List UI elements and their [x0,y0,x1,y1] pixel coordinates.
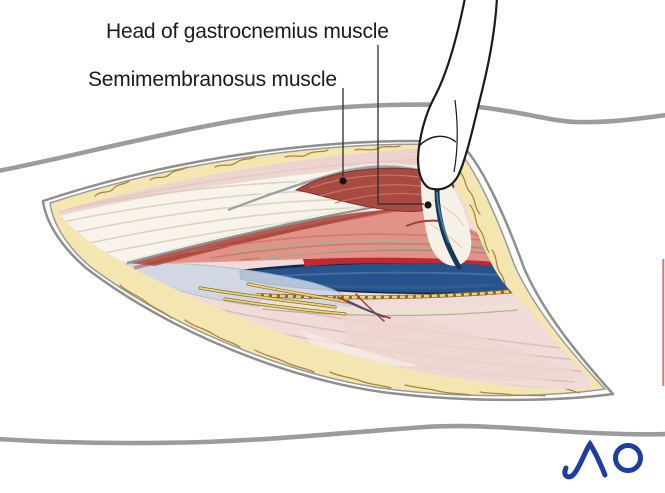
label-head-of-gastrocnemius: Head of gastrocnemius muscle [106,20,389,43]
lower-right-muscle [340,300,585,381]
wound-opening [41,139,615,402]
leader-dot-semimembranosus [339,177,347,185]
skin-contour-lines [0,102,665,446]
red-sliver [405,219,441,227]
vein-teal-sheen [299,283,496,289]
retractor-instrument [416,0,498,191]
flap-edge-shadow [133,204,421,270]
right-edge-red-strip [662,259,665,386]
label-semimembranosus: Semimembranosus muscle [88,68,337,91]
saphenous-vein-highlight [436,191,450,244]
ao-logo-a [562,439,608,480]
leader-gastrocnemius [377,45,424,205]
leader-dot-gastrocnemius [424,201,432,209]
tibial-nerve [255,289,517,299]
retractor-body [416,0,498,191]
leader-lines [342,45,424,205]
upper-skin-contour [0,102,665,173]
ao-logo [562,439,643,480]
capsule-edge [261,308,519,317]
retractor-blade-edge [453,99,458,173]
vein-highlight [261,271,519,278]
lower-skin-contour [0,423,665,446]
nerve-branches [198,282,350,316]
genicular-vessels [337,293,391,322]
retractor-bend-line [418,135,457,147]
ao-logo-o [613,443,643,473]
